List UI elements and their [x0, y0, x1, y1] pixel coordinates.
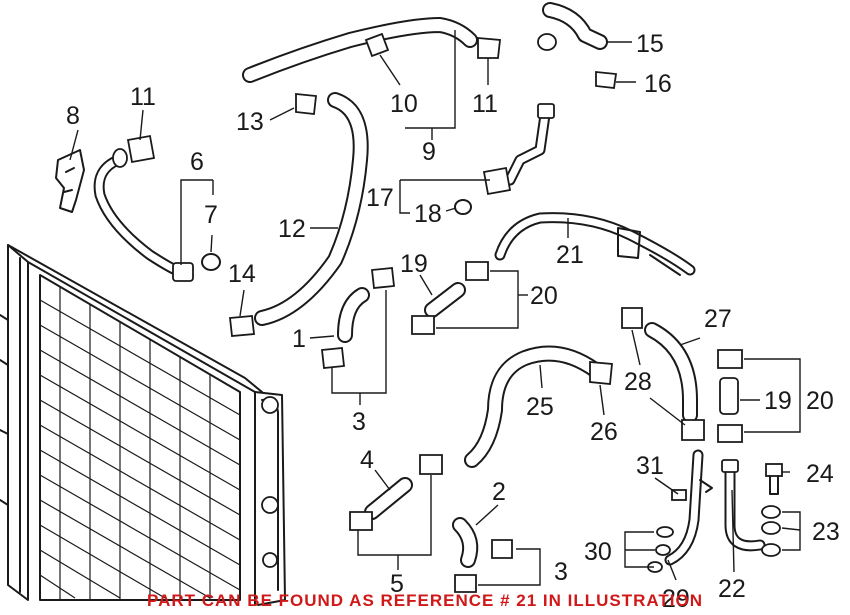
label-6: 6	[190, 148, 204, 176]
hose-25	[464, 345, 613, 468]
coolant-pipe-6	[93, 134, 194, 282]
label-25: 25	[526, 393, 554, 421]
label-12: 12	[278, 215, 306, 243]
leader-lines	[69, 30, 801, 586]
label-1: 1	[292, 325, 306, 353]
o-ring-7	[201, 253, 221, 271]
hose-27	[621, 307, 705, 441]
label-19-right: 19	[764, 387, 792, 415]
label-26: 26	[590, 418, 618, 446]
label-5: 5	[390, 570, 404, 598]
label-2: 2	[492, 478, 506, 506]
label-9: 9	[422, 138, 436, 166]
hose-2	[452, 517, 513, 593]
label-4: 4	[360, 446, 374, 474]
label-19-center: 19	[400, 250, 428, 278]
radiator	[0, 244, 286, 606]
label-7: 7	[204, 201, 218, 229]
label-8: 8	[66, 102, 80, 130]
label-15: 15	[636, 30, 664, 58]
bolt-24	[765, 463, 783, 495]
label-13: 13	[236, 108, 264, 136]
hose-15	[537, 2, 618, 89]
label-14: 14	[228, 260, 256, 288]
label-20-center: 20	[530, 282, 558, 310]
clamp-11-left	[126, 134, 156, 164]
label-30: 30	[584, 538, 612, 566]
label-22: 22	[718, 575, 746, 603]
hose-1	[321, 267, 395, 369]
pipe-29	[664, 449, 713, 566]
label-28: 28	[624, 368, 652, 396]
label-27: 27	[704, 305, 732, 333]
label-23: 23	[812, 518, 840, 546]
label-24: 24	[806, 460, 834, 488]
label-20-right: 20	[806, 387, 834, 415]
hose-19-right	[717, 349, 743, 443]
label-21: 21	[556, 241, 584, 269]
reference-notice: PART CAN BE FOUND AS REFERENCE # 21 IN I…	[147, 591, 703, 610]
label-3-lower: 3	[554, 558, 568, 586]
pipe-21	[494, 212, 696, 276]
hose-12	[229, 92, 369, 337]
hose-9	[242, 17, 501, 83]
pipe-22	[721, 459, 766, 552]
label-18: 18	[414, 200, 442, 228]
label-11-right: 11	[472, 90, 498, 118]
label-11-left: 11	[130, 83, 156, 111]
fitting-17	[454, 103, 555, 215]
bracket-8	[55, 149, 85, 213]
label-10: 10	[390, 90, 418, 118]
washers-23	[761, 505, 781, 557]
hose-4	[349, 454, 443, 531]
label-29: 29	[662, 585, 690, 613]
label-17: 17	[366, 184, 394, 212]
label-16: 16	[644, 70, 672, 98]
hose-19	[411, 261, 489, 335]
callout-labels: 8 11 6 7 14 13 12 10 9 11 15 16 17 18 21…	[66, 30, 840, 613]
label-3-upper: 3	[352, 408, 366, 436]
label-31: 31	[636, 452, 664, 480]
